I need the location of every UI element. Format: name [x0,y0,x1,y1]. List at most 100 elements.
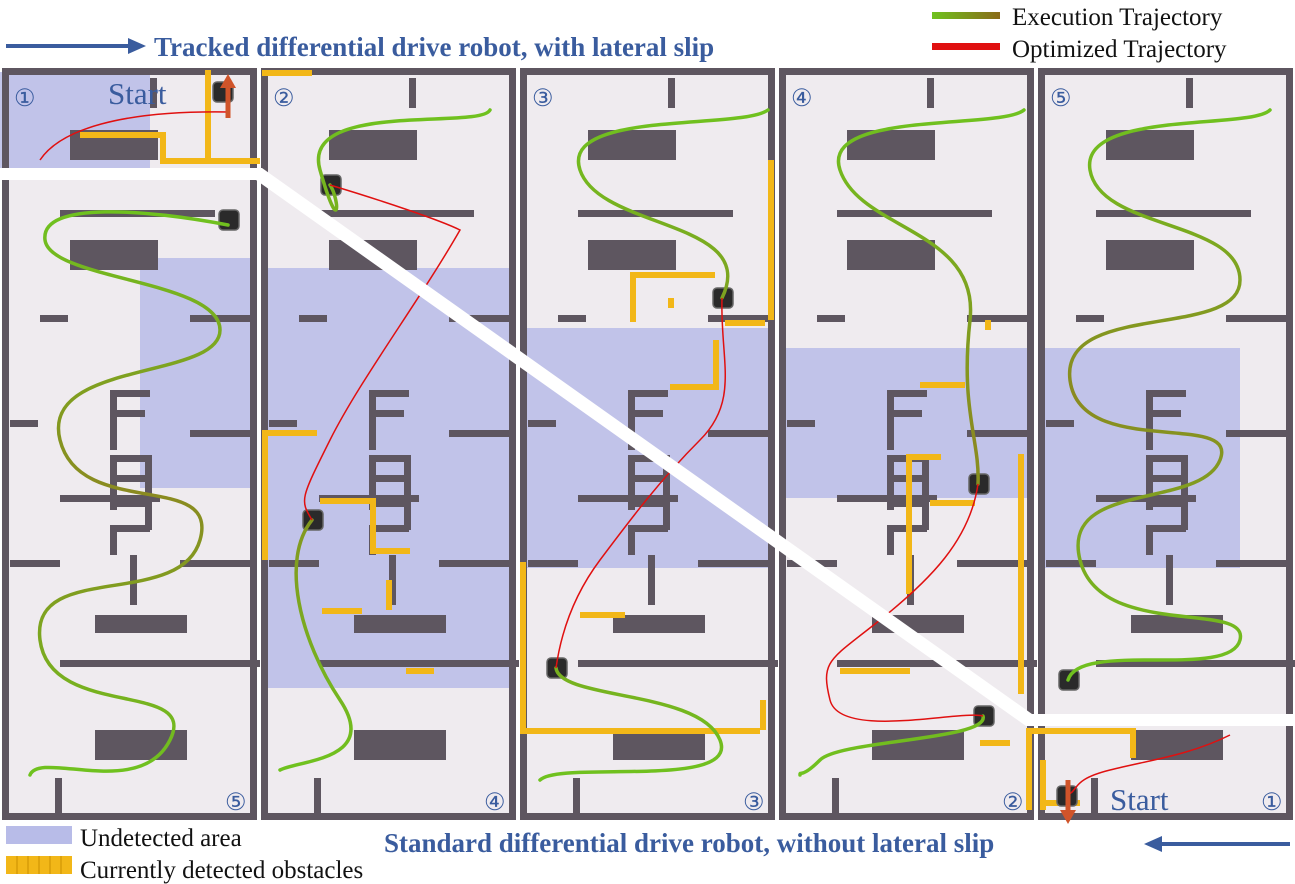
maze-wall [1046,420,1074,427]
detected-obstacle [930,500,975,506]
detected-obstacle [1018,454,1024,694]
maze-wall [145,500,152,530]
maze-wall [578,660,778,667]
detected-obstacle [520,562,526,732]
wall-top [261,68,516,75]
maze-wall [967,315,1027,322]
maze-wall [528,560,578,567]
maze-wall [369,410,404,417]
detected-obstacle [262,430,268,560]
maze-wall [1131,730,1223,760]
maze-wall [110,525,150,532]
standard-title: Standard differential drive robot, witho… [384,828,994,858]
wall-right [768,68,775,820]
detected-obstacle [906,454,941,460]
panel-label-bottom: ② [1002,790,1024,816]
maze-wall [439,560,509,567]
maze-wall [628,475,668,482]
undetected-area [1040,348,1240,568]
maze-wall [180,560,250,567]
maze-wall [663,500,670,530]
wall-left [520,68,527,820]
maze-wall [1181,500,1188,530]
wall-right [250,68,257,820]
panel-label-bottom: ⑤ [225,790,247,816]
optimized-trajectory [555,297,726,669]
maze-wall [837,660,1037,667]
wall-top [779,68,1034,75]
legend-undetected-label: Undetected area [80,825,242,852]
legend-execution-label: Execution Trajectory [1012,4,1223,31]
maze-panel-5 [1038,68,1295,820]
maze-wall [628,410,663,417]
maze-wall [1166,555,1173,605]
legend-execution: Execution Trajectory [932,4,1223,31]
maze-wall [573,778,580,818]
maze-wall [558,315,586,322]
maze-wall [927,78,934,108]
detected-obstacle [406,668,434,674]
maze-wall [698,560,768,567]
maze-wall [269,560,319,567]
maze-wall [1146,500,1186,507]
maze-wall [628,525,668,532]
maze-wall [628,455,668,462]
optimized-trajectory [39,111,231,161]
maze-wall [1096,660,1295,667]
maze-wall [668,78,675,108]
maze-wall [110,500,150,507]
maze-wall [1146,410,1181,417]
maze-wall [887,390,894,450]
legend-undetected: Undetected area [6,825,242,852]
maze-wall [1096,210,1251,217]
maze-panel-1 [0,68,260,820]
maze-wall [110,525,117,555]
maze-wall [409,78,416,108]
detected-obstacle [768,160,774,320]
maze-wall [369,525,409,532]
maze-wall [1226,315,1286,322]
maze-wall [628,500,668,507]
maze-wall [404,500,411,530]
maze-wall [354,615,446,633]
maze-wall [1146,455,1186,462]
maze-wall [1226,430,1286,437]
maze-wall [130,555,137,605]
detected-obstacle [906,454,912,594]
start-label-bottom: Start [1110,782,1169,817]
maze-wall [708,430,768,437]
maze-wall [369,500,409,507]
detected-obstacle [1026,728,1032,810]
diagonal-separator [0,168,1295,726]
maze-wall [10,560,60,567]
maze-wall [369,455,376,510]
maze-wall [578,210,733,217]
wall-bottom [1038,813,1293,820]
maze-wall [837,210,992,217]
maze-wall [369,390,376,450]
maze-wall [319,660,519,667]
panel-label-bottom: ③ [743,790,765,816]
detected-obstacle [668,298,674,308]
maze-wall [922,455,929,510]
trajectories [28,74,1272,824]
maze-wall [1146,390,1153,450]
execution-trajectory [28,210,230,777]
maze-wall [1146,525,1186,532]
maze-wall [787,420,815,427]
detected-obstacle [205,70,211,160]
maze-wall [110,410,145,417]
maze-wall [10,420,38,427]
detected-obstacle [985,320,991,330]
execution-trajectory [1066,108,1272,682]
maze-wall [847,130,935,160]
maze-wall [145,455,152,510]
wall-bottom [2,813,257,820]
detected-obstacle [630,272,715,278]
undetected-area [780,348,1030,498]
detected-obstacle [160,158,260,164]
detected-obstacle [370,548,410,554]
detected-obstacle [920,382,965,388]
detected-obstacle [630,272,636,322]
